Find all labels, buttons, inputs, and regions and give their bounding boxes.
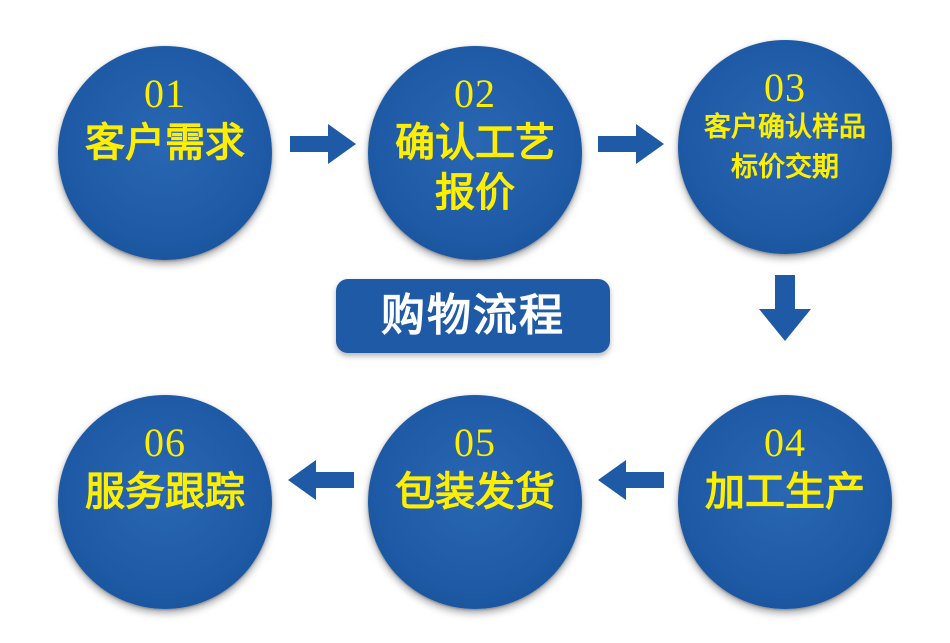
step-number: 02 <box>454 71 496 116</box>
step-label-line: 客户需求 <box>85 120 245 166</box>
step-05-circle: 05 包装发货 <box>368 395 582 609</box>
step-number: 01 <box>144 71 186 116</box>
arrow-right-icon <box>290 124 356 164</box>
step-label-line: 标价交期 <box>731 152 839 183</box>
arrow-right-icon <box>598 124 664 164</box>
step-label-line: 报价 <box>435 170 515 216</box>
step-label: 客户需求 <box>64 118 266 168</box>
step-label: 加工生产 <box>684 467 886 517</box>
step-label-line: 客户确认样品 <box>704 112 866 143</box>
step-number: 03 <box>764 65 806 110</box>
arrow-down-icon <box>759 275 811 341</box>
step-06-circle: 06 服务跟踪 <box>58 395 272 609</box>
step-02-circle: 02 确认工艺 报价 <box>368 46 582 260</box>
step-label-line: 服务跟踪 <box>85 469 245 515</box>
step-03-circle: 03 客户确认样品 标价交期 <box>678 40 892 254</box>
step-01-circle: 01 客户需求 <box>58 46 272 260</box>
step-number: 04 <box>764 420 806 465</box>
step-label-line: 确认工艺 <box>395 120 555 166</box>
step-label: 确认工艺 报价 <box>374 118 576 218</box>
step-number: 06 <box>144 420 186 465</box>
step-label-line: 包装发货 <box>395 469 555 515</box>
step-label: 客户确认样品 标价交期 <box>684 108 886 188</box>
step-number: 05 <box>454 420 496 465</box>
step-label: 包装发货 <box>374 467 576 517</box>
step-04-circle: 04 加工生产 <box>678 395 892 609</box>
process-title-banner: 购物流程 <box>336 279 610 353</box>
step-label-line: 加工生产 <box>705 469 865 515</box>
step-label: 服务跟踪 <box>64 467 266 517</box>
arrow-left-icon <box>288 460 354 500</box>
arrow-left-icon <box>598 460 664 500</box>
